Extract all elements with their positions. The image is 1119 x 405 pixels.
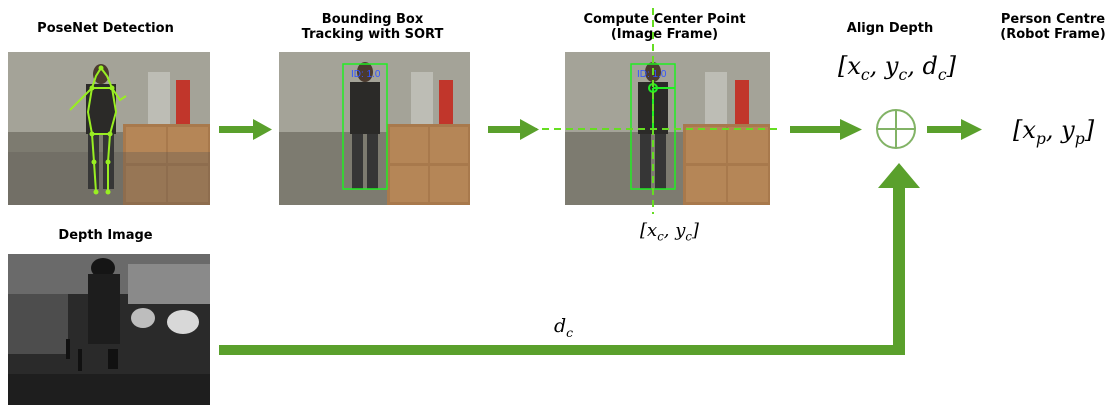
oplus-icon [876,109,916,149]
person-title-line1: Person Centre [1000,12,1106,27]
track-id-label: ID: 1.0 [351,69,381,80]
align-title: Align Depth [846,21,934,36]
person-vector: [xp, yp] [1013,116,1095,148]
align-vector: [xc, yc, dc] [838,52,956,84]
tracking-scene: ID: 1.0 [279,52,470,205]
center-vector: [xc, yc] [640,220,699,244]
center-title: Compute Center Point (Image Frame) [557,12,772,42]
arrow-center-to-align [790,119,862,140]
depth-title: Depth Image [58,228,153,243]
arrow-depth-to-align [219,163,920,355]
track-id-label-2: ID: 1.0 [637,69,667,80]
tracking-image: ID: 1.0 [279,52,470,205]
bbox-title: Bounding Box Tracking with SORT [275,12,470,42]
arrow-posenet-to-tracking [219,119,272,140]
person-title: Person Centre (Robot Frame) [987,12,1119,42]
person-title-line2: (Robot Frame) [1000,27,1106,42]
arrow-tracking-to-center [488,119,539,140]
posenet-scene [8,52,210,205]
arrow-align-to-person [927,119,982,140]
center-title-line2: (Image Frame) [610,27,719,42]
bbox-title-line1: Bounding Box [321,12,424,27]
posenet-title: PoseNet Detection [37,21,174,36]
depth-scene [8,254,210,405]
depth-image [8,254,210,405]
center-title-line1: Compute Center Point [583,12,746,27]
depth-variable: dc [554,315,574,340]
bbox-title-line2: Tracking with SORT [301,27,444,42]
posenet-image [8,52,210,205]
